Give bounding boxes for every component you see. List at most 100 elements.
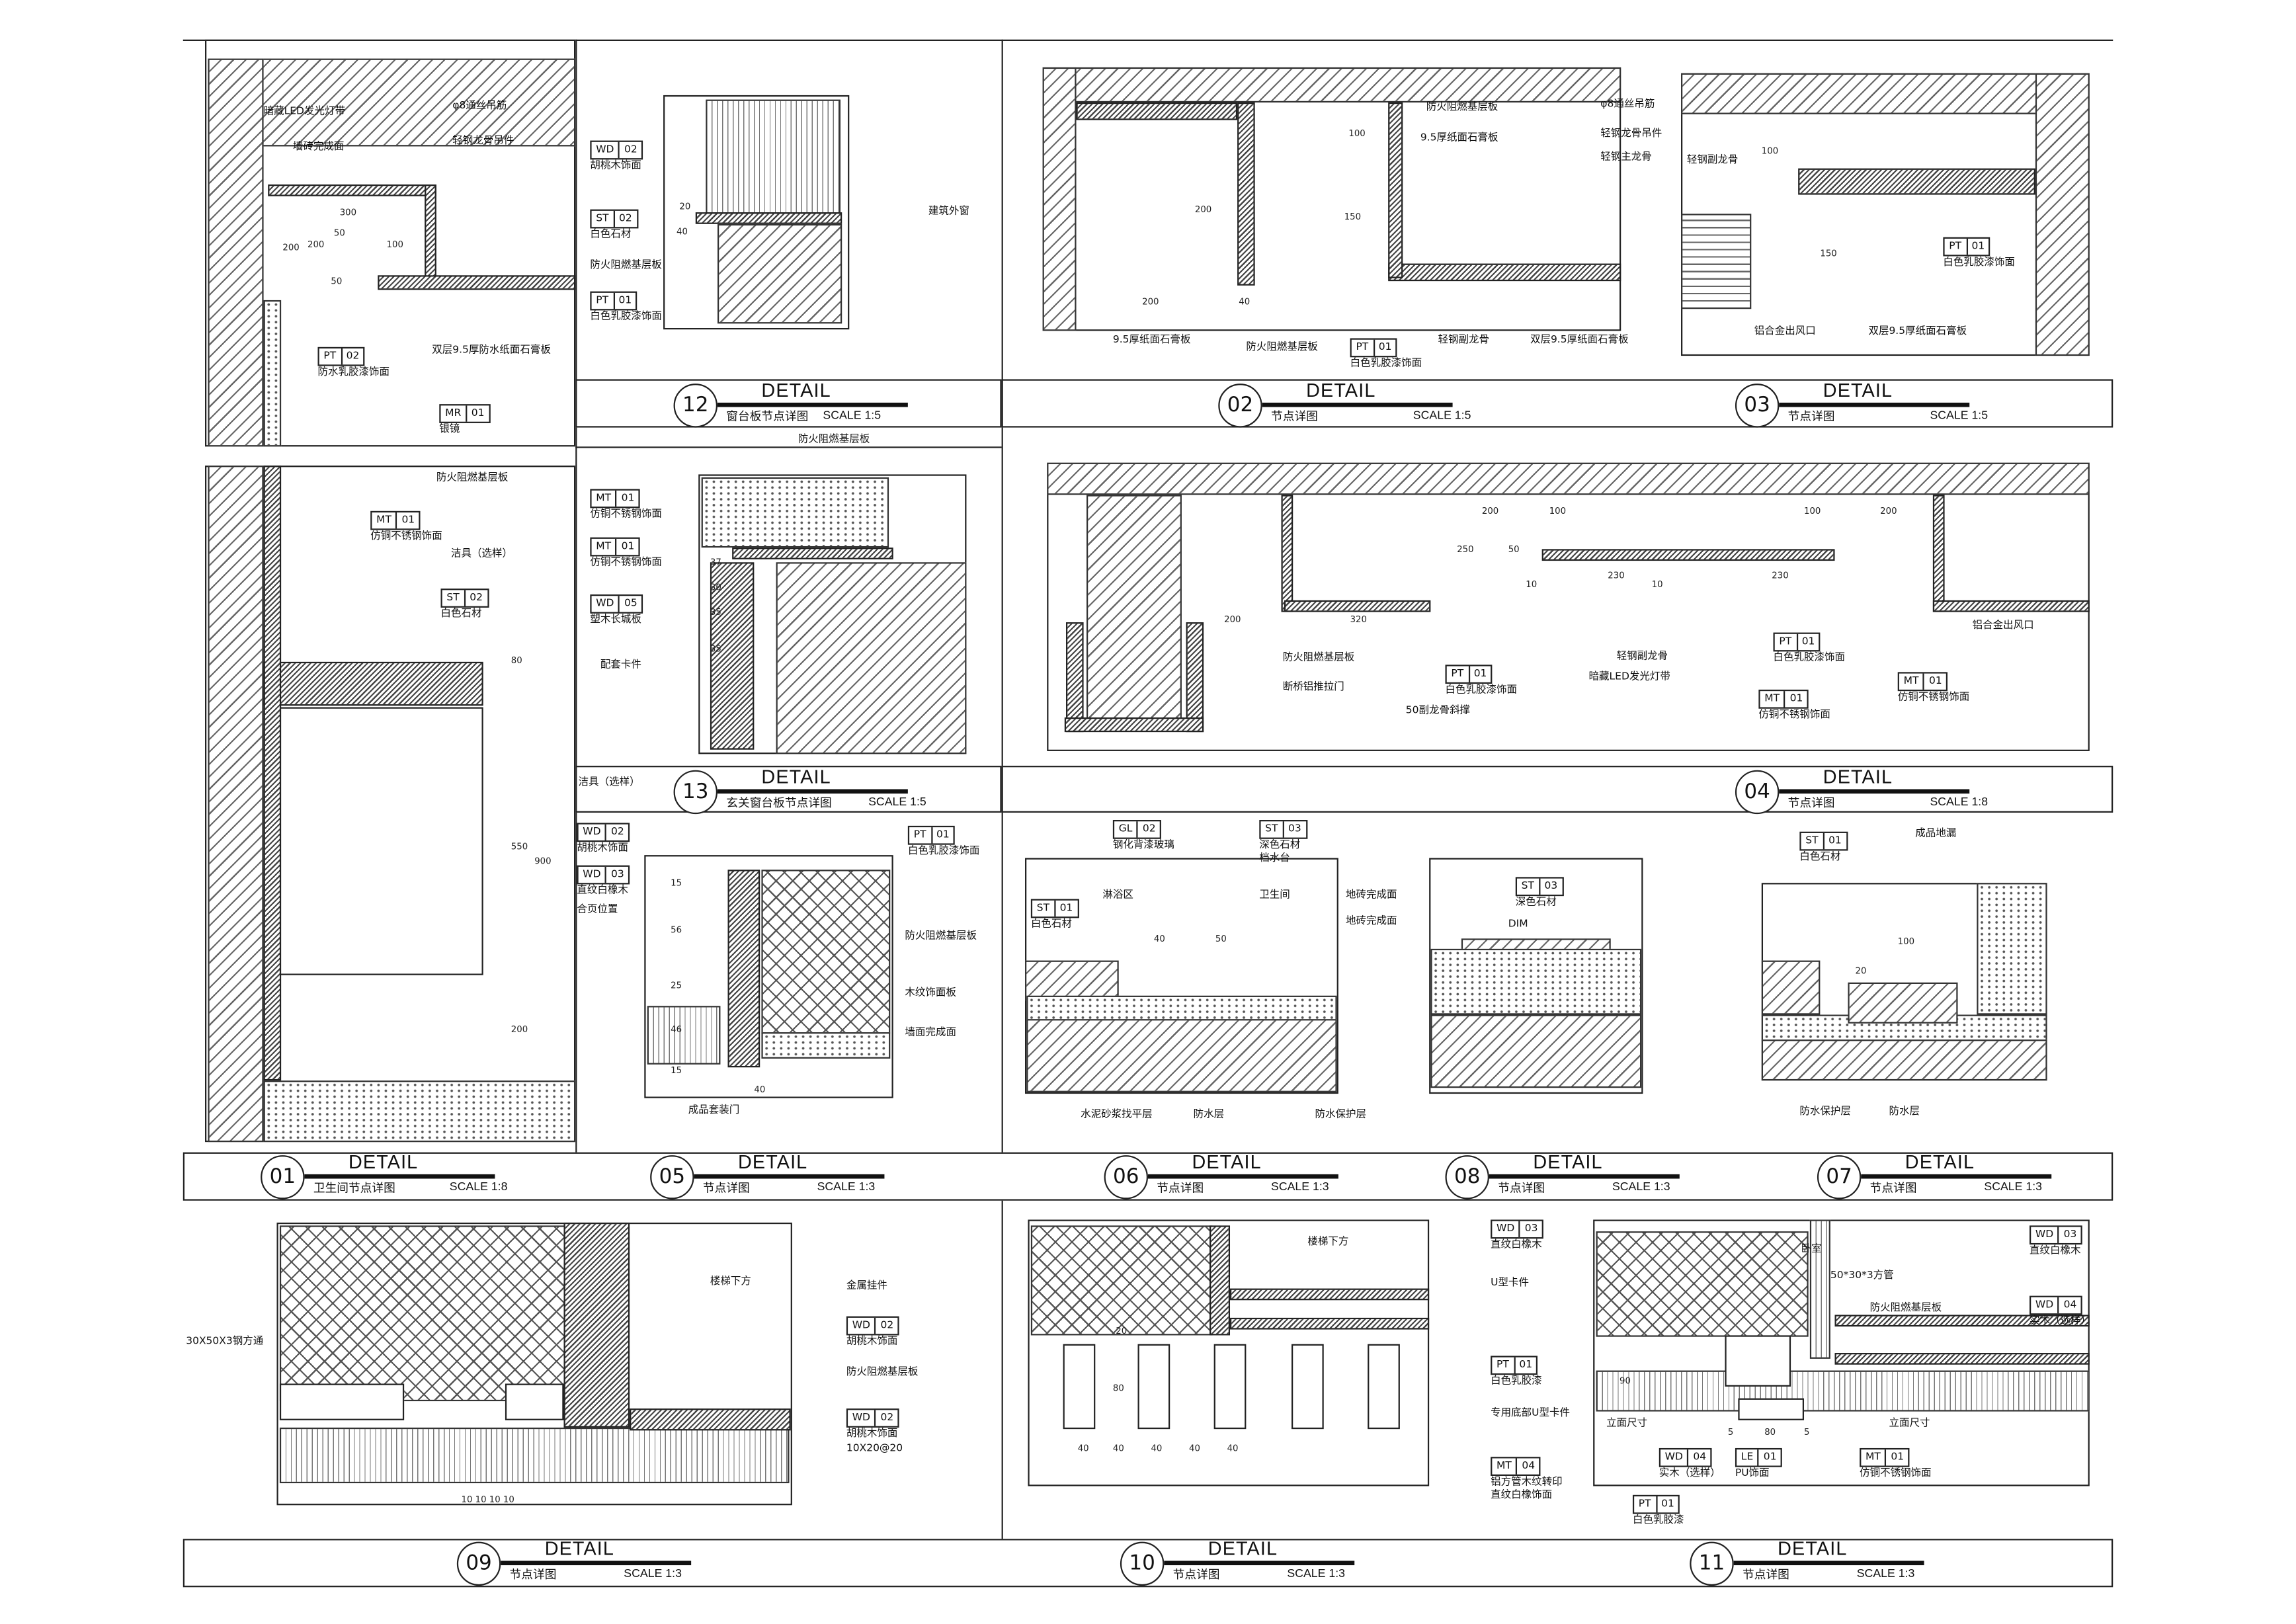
sheet-top-line xyxy=(183,39,2113,42)
concrete-slab xyxy=(208,58,576,147)
dimension-value: 150 xyxy=(1820,249,1837,259)
material-num: 02 xyxy=(880,1319,894,1331)
dimension-value: 50 xyxy=(1215,934,1227,945)
material-code: ST xyxy=(1517,878,1540,895)
material-code: PT xyxy=(1352,339,1375,356)
callout-note: 防火阻燃基层板 xyxy=(590,259,662,271)
callout-note: 洁具（选样） xyxy=(451,548,513,559)
wall-section xyxy=(718,223,842,324)
material-code: WD xyxy=(848,1410,876,1426)
material-tag: WD 02 xyxy=(577,823,630,842)
callout-note: 轻钢副龙骨 xyxy=(1616,650,1668,662)
concrete-slab xyxy=(1681,73,2090,114)
detail-subtitle: 窗台板节点详图 xyxy=(726,410,809,423)
material-description: 胡桃木饰面 xyxy=(846,1427,898,1440)
material-code: WD xyxy=(592,142,620,159)
callout-note: 防火阻燃基层板 xyxy=(846,1365,919,1378)
detail-number: 04 xyxy=(1735,770,1780,815)
material-code: LE xyxy=(1737,1449,1760,1466)
base-board xyxy=(279,1225,569,1402)
detail-number: 01 xyxy=(261,1155,305,1199)
detail-scale: SCALE 1:5 xyxy=(868,795,926,809)
floor-slab xyxy=(263,1080,576,1143)
detail-number: 12 xyxy=(673,384,718,428)
material-code: PT xyxy=(909,827,932,844)
material-code: MT xyxy=(592,538,617,555)
callout-note: 防火阻燃基层板 xyxy=(436,471,509,483)
dimension-value: 20 xyxy=(1855,966,1867,977)
gypsum-board xyxy=(378,275,576,290)
callout-note: DIM xyxy=(1508,918,1528,930)
detail-heading: DETAIL xyxy=(1905,1151,1975,1173)
detail-number: 13 xyxy=(673,770,718,815)
material-num: 01 xyxy=(1519,1358,1533,1371)
material-code: GL xyxy=(1114,821,1139,838)
callout-note: 轻钢副龙骨 xyxy=(1438,333,1489,346)
dimension-value: 150 xyxy=(1344,212,1362,223)
material-num: 04 xyxy=(1522,1459,1536,1472)
drain-cover xyxy=(1848,982,1958,1024)
dimension-value: 10 xyxy=(1651,579,1663,590)
material-description: 塑木长城板 xyxy=(590,613,641,626)
detail-heading: DETAIL xyxy=(761,766,831,788)
material-code: WD xyxy=(579,824,607,841)
title-rule xyxy=(718,789,908,794)
dimension-value: 250 xyxy=(1457,544,1474,555)
material-code: MT xyxy=(1861,1449,1887,1466)
material-description: 仿铜不锈钢饰面 xyxy=(1758,708,1830,721)
detail-scale: SCALE 1:5 xyxy=(823,408,882,422)
material-code: PT xyxy=(1945,238,1967,255)
dimension-value: 200 xyxy=(308,240,325,251)
dimension-value: 20 xyxy=(679,202,691,213)
material-description: 实木（选样） xyxy=(1659,1467,1721,1479)
callout-note: 立面尺寸 xyxy=(1606,1417,1648,1430)
title-rule xyxy=(1262,402,1453,407)
material-num: 01 xyxy=(1891,1451,1905,1463)
material-description: 白色乳胶漆 xyxy=(1491,1375,1542,1387)
detail-subtitle: 节点详图 xyxy=(1271,410,1318,423)
dimension-value: 10 xyxy=(1526,579,1538,590)
detail-scale: SCALE 1:3 xyxy=(1287,1566,1346,1580)
material-num: 01 xyxy=(1378,341,1392,353)
material-num: 02 xyxy=(611,825,624,838)
dimension-value: 90 xyxy=(1620,1376,1631,1387)
wall-finish xyxy=(761,1032,891,1059)
material-code: ST xyxy=(1261,821,1284,838)
dimension-value: 56 xyxy=(671,925,682,936)
material-description: 钢化背漆玻璃 xyxy=(1112,838,1174,851)
material-num: 05 xyxy=(624,597,637,610)
dimension-value: 40 xyxy=(1112,1443,1124,1454)
material-num: 01 xyxy=(1059,902,1073,914)
dimension-value: 200 xyxy=(1481,507,1499,517)
detail-number: 06 xyxy=(1104,1155,1149,1199)
callout-note: 卧室 xyxy=(1801,1242,1822,1255)
aluminum-tube xyxy=(1137,1344,1170,1430)
material-code: PT xyxy=(1447,666,1470,682)
title-bar xyxy=(575,766,1002,813)
material-description: 白色石材 xyxy=(590,228,632,241)
base-board xyxy=(761,870,891,1034)
detail-scale: SCALE 1:3 xyxy=(1612,1180,1670,1194)
callout-note: 卫生间 xyxy=(1259,889,1290,901)
material-code: WD xyxy=(848,1317,876,1334)
title-bar xyxy=(1001,379,2113,428)
material-description: 白色乳胶漆饰面 xyxy=(1350,357,1422,370)
detail-subtitle: 玄关窗台板节点详图 xyxy=(726,796,832,810)
aluminum-tube xyxy=(1063,1344,1096,1430)
dimension-value: 37 xyxy=(710,557,721,569)
oak-panel xyxy=(1230,1317,1430,1330)
material-num: 02 xyxy=(470,591,483,604)
detail-heading: DETAIL xyxy=(1823,766,1893,788)
